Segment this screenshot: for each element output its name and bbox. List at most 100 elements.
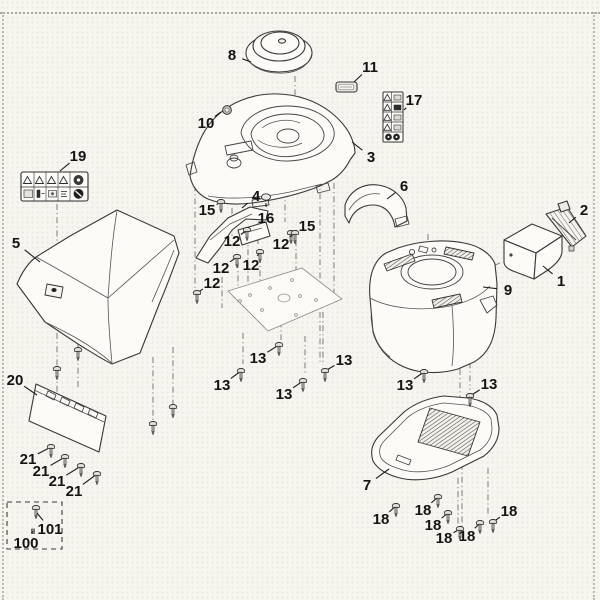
callout-19: 19 [59,148,87,172]
callout-2: 2 [568,202,588,224]
callout-leader [351,141,363,151]
callout-label-3: 3 [367,149,375,166]
warning-triangle-icon [34,175,45,184]
callout-leader [36,512,44,521]
callout-label-12: 12 [224,233,241,250]
callout-label-4: 4 [252,188,261,205]
callout-label-19: 19 [70,148,87,165]
callout-9: 9 [482,282,512,299]
callout-label-18: 18 [459,528,476,545]
callout-leader [31,530,34,534]
callout-label-18: 18 [373,511,390,528]
screw-glyph [52,366,62,380]
pictogram-icon [393,104,402,111]
callout-4: 4 [241,188,261,209]
callout-leader [59,162,70,172]
screw-glyph [290,230,300,244]
callout-label-12: 12 [273,236,290,253]
screw-glyph [488,519,498,533]
part-20-deflector-plate [28,383,107,453]
callout-100: 100 [13,530,39,552]
callout-17: 17 [403,92,423,111]
callout-leader [241,202,249,209]
callout-leader [24,249,41,263]
screw-glyph [475,520,485,534]
callout-label-6: 6 [400,178,408,195]
screw-glyph [274,342,284,356]
callout-18: 18 [488,503,517,533]
callout-101: 101 [36,512,63,538]
part-16-plug [261,193,271,201]
callout-label-13: 13 [276,386,293,403]
pictogram-icon [23,189,33,198]
callout-label-5: 5 [12,235,20,252]
callout-label-12: 12 [213,260,230,277]
screw-glyph [232,254,242,268]
callout-label-21: 21 [20,451,37,468]
callout-label-17: 17 [406,92,423,109]
screw-glyph [236,368,246,382]
screw-glyph [76,463,86,477]
callout-12: 12 [213,254,242,277]
callout-leader [482,286,498,290]
callout-15: 15 [199,199,226,219]
callout-label-11: 11 [362,59,378,76]
callout-leader [568,216,577,224]
callout-leader [353,74,363,83]
pictogram-icon [393,114,402,121]
part-7-bottom-tray [371,395,500,481]
callout-10: 10 [198,111,222,132]
screw-glyph [92,471,102,485]
callout-8: 8 [228,47,252,64]
callout-label-9: 9 [504,282,512,299]
screw-glyph [298,378,308,392]
warning-triangle-icon [383,93,392,101]
part-8-cap [245,30,313,74]
callout-label-12: 12 [204,275,221,292]
screw-glyph [433,494,443,508]
screw-glyph [46,444,56,458]
warning-triangle-icon [58,175,69,184]
callout-label-100: 100 [13,535,38,552]
callout-5: 5 [12,235,41,263]
callout-label-13: 13 [214,377,231,394]
callout-leader [214,111,222,117]
part-5-cover [16,209,180,365]
callout-label-7: 7 [363,477,371,494]
callout-12: 12 [224,227,252,250]
screw-glyph [192,290,202,304]
screw-glyph [73,347,83,361]
screw-glyph [60,454,70,468]
callout-13: 13 [214,368,246,394]
callout-13: 13 [465,376,497,407]
callout-11: 11 [353,59,378,83]
callout-label-13: 13 [397,377,414,394]
part-17-warning-strip [382,91,404,143]
warning-triangle-icon [383,123,392,131]
callout-leader [542,265,553,275]
parts-layer [6,30,587,550]
callout-13: 13 [320,352,352,382]
callout-label-1: 1 [557,273,565,290]
callout-7: 7 [363,468,390,494]
warning-triangle-icon [383,103,392,111]
callout-label-18: 18 [415,502,432,519]
callout-leader [375,468,390,479]
callout-label-20: 20 [7,372,24,389]
screw-glyph [31,505,41,519]
screw-glyph [419,369,429,383]
callout-13: 13 [397,369,429,394]
callout-label-13: 13 [250,350,267,367]
part-19-warning-label [20,171,89,202]
callout-label-18: 18 [425,517,442,534]
part-1-box [503,223,563,280]
callout-1: 1 [542,265,565,290]
callout-18: 18 [373,503,401,528]
callout-label-21: 21 [66,483,83,500]
callout-12: 12 [192,275,221,304]
callout-label-18: 18 [436,530,453,547]
screw-glyph [148,421,158,435]
